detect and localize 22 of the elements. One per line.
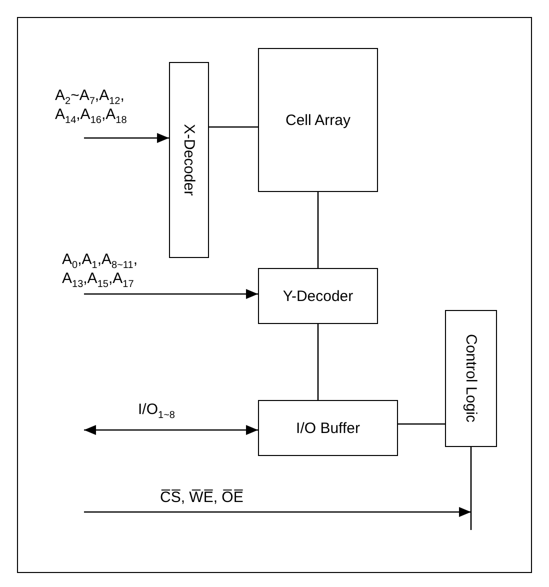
vertical-block xyxy=(169,62,209,258)
arrow xyxy=(84,507,471,517)
connector-line xyxy=(317,324,319,400)
arrow xyxy=(84,289,258,299)
signal-label: C̅S̅, W̅E̅, O̅E̅ xyxy=(160,488,244,507)
connector-line xyxy=(317,192,319,268)
connector-line xyxy=(398,423,445,425)
connector-line xyxy=(209,126,258,128)
arrow xyxy=(84,425,258,435)
signal-label: I/O$_{1~8}$ xyxy=(138,400,176,419)
block xyxy=(258,400,398,456)
arrow xyxy=(84,133,169,143)
vertical-block xyxy=(445,310,497,447)
block-label: I/O Buffer xyxy=(296,420,360,436)
block-label: Y-Decoder xyxy=(282,288,354,304)
block-label: Cell Array xyxy=(284,112,352,128)
block-label: Control Logic xyxy=(462,334,480,423)
block-label: X-Decoder xyxy=(180,124,198,196)
signal-label: A$_{2}$~A$_{7}$,A$_{12}$, A$_{14}$,A$_{16}$,A$_{18}$ xyxy=(55,86,128,124)
signal-label: A$_{0}$,A$_{1}$,A$_{8~11}$, A$_{13}$,A$_{15}$,A$_{17}$ xyxy=(62,250,138,288)
block xyxy=(258,268,378,324)
block xyxy=(258,48,378,192)
